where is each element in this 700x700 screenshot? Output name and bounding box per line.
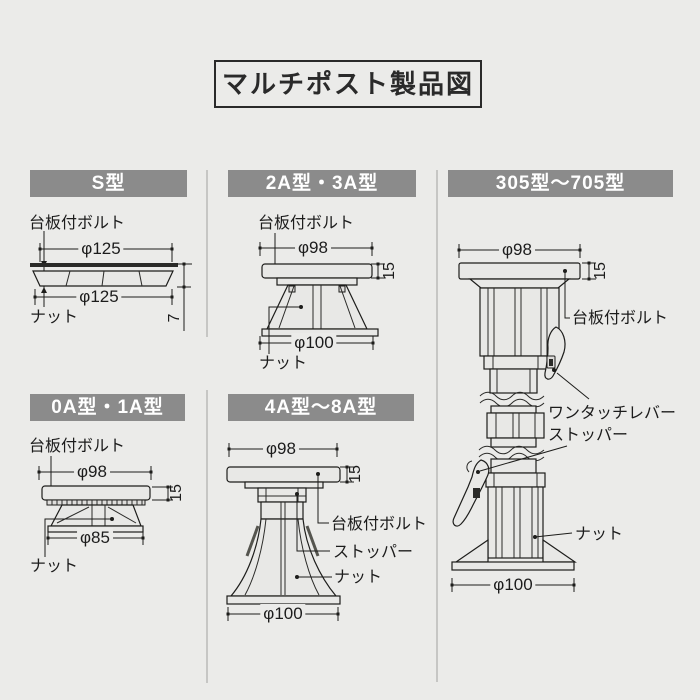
4a-rim (244, 481, 324, 489)
305-lower-collar (485, 472, 546, 488)
4a-flange (226, 595, 341, 605)
0a-dim-bottom: φ85 (77, 528, 113, 548)
2a-rim (276, 277, 358, 286)
2a-dim-bottom: φ100 (291, 333, 337, 353)
305-base-plate (451, 561, 575, 571)
0a-nut-label: ナット (30, 558, 79, 575)
4a-bell-base (229, 518, 338, 597)
4a-stopper-block (257, 487, 307, 503)
2a-dim-top: φ98 (295, 238, 331, 258)
2a-3a-type-drawing (258, 233, 385, 354)
305-dim-top: φ98 (499, 240, 535, 260)
0a-dim-side: 15 (168, 484, 185, 502)
4a-dim-top: φ98 (263, 439, 299, 459)
4a-dim-side: 15 (347, 465, 364, 483)
4a-dim-bottom: φ100 (260, 604, 306, 624)
4a-stopper-label: ストッパー (333, 544, 414, 561)
0a-top-plate (41, 485, 151, 501)
2a-bolt-label: 台板付ボルト (258, 215, 355, 232)
header-s-type: S型 (30, 170, 187, 197)
0a-bolt-label: 台板付ボルト (29, 438, 126, 455)
s-bolt-label: 台板付ボルト (29, 215, 126, 232)
305-top-plate (458, 262, 581, 280)
305-stopper-label: ストッパー (548, 427, 629, 444)
s-nut-label: ナット (30, 309, 79, 326)
305-705-type-drawing (450, 244, 596, 592)
header-305-705-type: 305型〜705型 (448, 170, 673, 197)
305-nut-column (487, 486, 544, 559)
s-dim-top: φ125 (78, 239, 124, 259)
305-nut-label: ナット (575, 526, 624, 543)
2a-nut-label: ナット (259, 355, 308, 372)
0a-dim-top: φ98 (74, 462, 110, 482)
4a-top-plate (226, 466, 341, 483)
page-title: マルチポスト製品図 (214, 60, 482, 108)
305-bolt-label: 台板付ボルト (572, 310, 669, 327)
305-dim-side: 15 (592, 262, 609, 280)
header-0a-1a-type: 0A型・1A型 (30, 394, 185, 421)
column-dividers (206, 170, 438, 683)
305-lever-lower (452, 459, 490, 527)
4a-nut-label: ナット (334, 569, 383, 586)
305-dim-bottom: φ100 (490, 575, 536, 595)
s-dim-side: 7 (166, 313, 183, 323)
2a-dim-side: 15 (381, 262, 398, 280)
4a-bolt-label: 台板付ボルト (331, 516, 428, 533)
305-lever-label: ワンタッチレバー (548, 405, 677, 422)
header-4a-8a-type: 4A型〜8A型 (228, 394, 414, 421)
s-dim-bottom: φ125 (76, 287, 122, 307)
0a-base (50, 504, 142, 527)
2a-top-plate (261, 263, 373, 279)
305-upper-column (479, 287, 560, 357)
header-2a-3a-type: 2A型・3A型 (228, 170, 416, 197)
s-bolt-plate (30, 263, 178, 267)
